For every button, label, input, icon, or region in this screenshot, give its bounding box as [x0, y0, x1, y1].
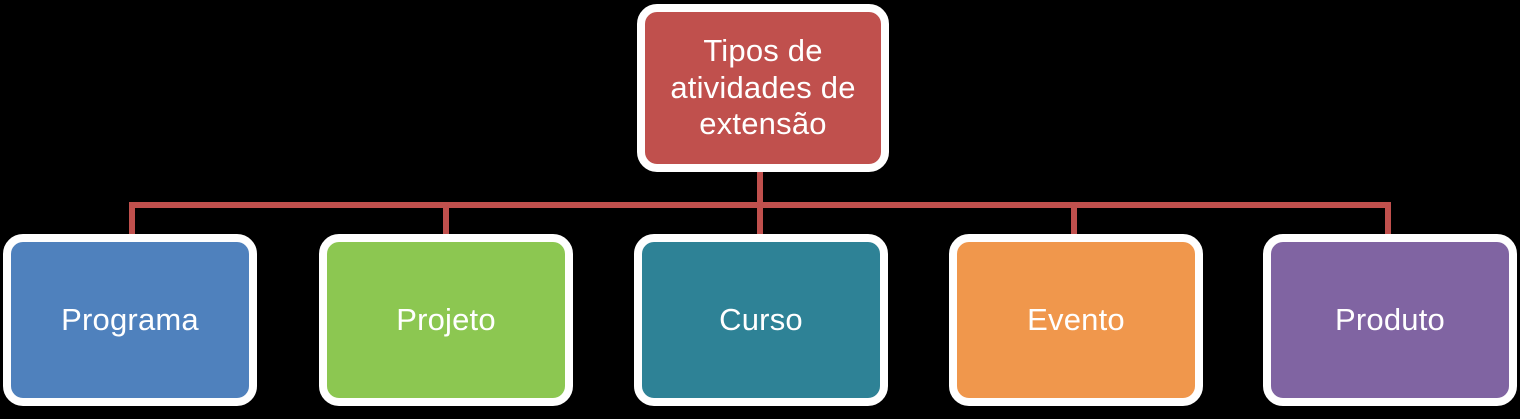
node-root-label-line2: atividades de — [670, 69, 856, 105]
node-curso[interactable]: Curso — [634, 234, 888, 406]
node-produto-label: Produto — [1335, 301, 1445, 337]
connector-root-stem — [757, 166, 763, 208]
node-projeto[interactable]: Projeto — [319, 234, 573, 406]
node-curso-label: Curso — [719, 301, 803, 337]
connector-drop-projeto — [443, 202, 449, 238]
node-programa-label: Programa — [61, 301, 199, 337]
node-evento-label: Evento — [1027, 301, 1125, 337]
node-programa[interactable]: Programa — [3, 234, 257, 406]
connector-drop-programa — [129, 202, 135, 238]
node-evento[interactable]: Evento — [949, 234, 1203, 406]
connector-drop-produto — [1385, 202, 1391, 238]
connector-horizontal-bar — [129, 202, 1391, 208]
connector-drop-curso — [757, 202, 763, 238]
node-projeto-label: Projeto — [396, 301, 496, 337]
connector-drop-evento — [1071, 202, 1077, 238]
node-root-label-line1: Tipos de — [703, 33, 823, 69]
node-root-label-line3: extensão — [699, 106, 827, 142]
node-produto[interactable]: Produto — [1263, 234, 1517, 406]
